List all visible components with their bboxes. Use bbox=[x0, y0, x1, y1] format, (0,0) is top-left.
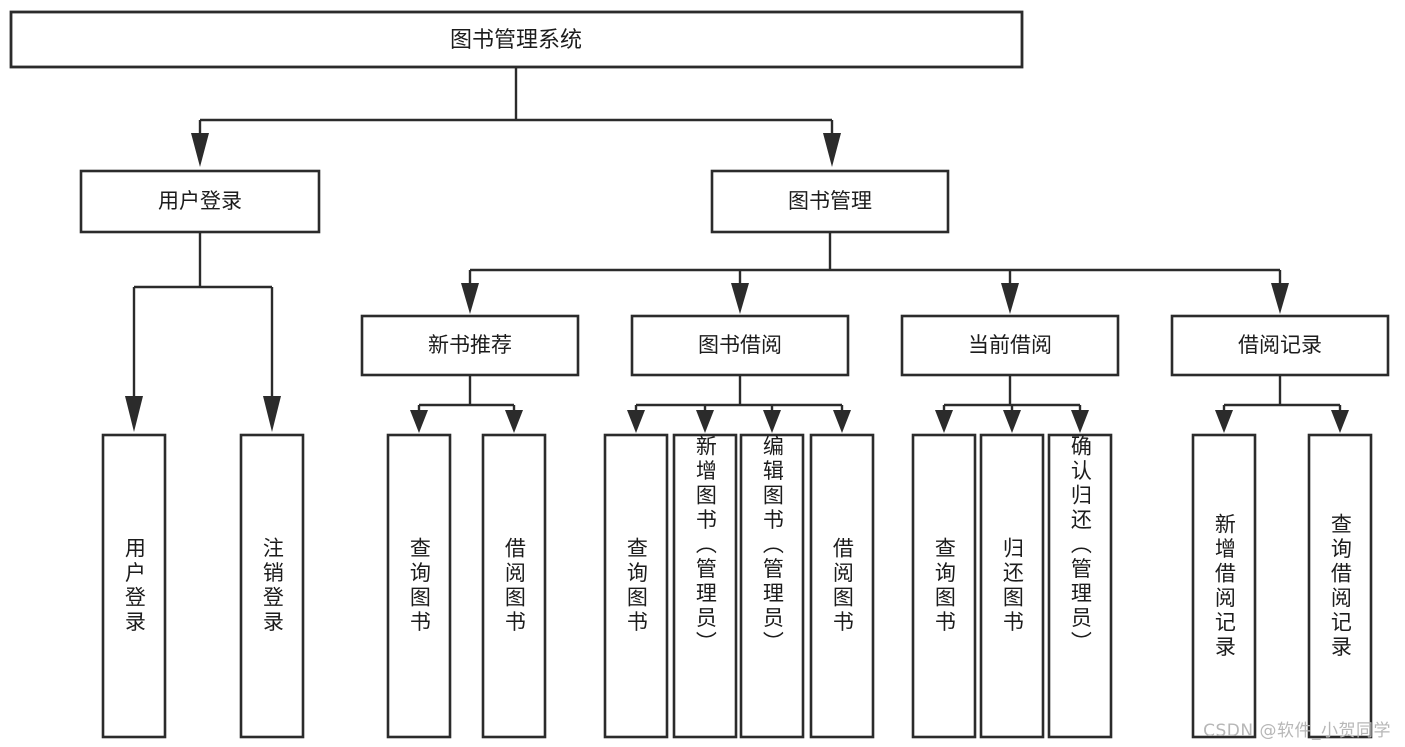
leaf-rect-borrow-book-2[interactable] bbox=[809, 433, 875, 739]
leaf-rect-borrow-book-1[interactable] bbox=[481, 433, 547, 739]
node-level2-borrow-record-label: 借阅记录 bbox=[1238, 333, 1322, 357]
arrowhead-newbook-leaf-1 bbox=[410, 410, 428, 433]
leaf-rect-return-book[interactable] bbox=[979, 433, 1045, 739]
node-root-book-management-system[interactable]: 图书管理系统 bbox=[9, 10, 1024, 69]
node-level2-new-book-recommend[interactable]: 新书推荐 bbox=[360, 314, 580, 377]
arrowhead-leaf-logout bbox=[263, 396, 281, 432]
arrowhead-user-login bbox=[191, 133, 209, 167]
arrowhead-currentborrow-leaf-2 bbox=[1003, 410, 1021, 433]
leaf-rect-query-book-2[interactable] bbox=[603, 433, 669, 739]
arrowhead-borrow-record bbox=[1271, 283, 1289, 314]
node-level2-book-borrow-rect[interactable] bbox=[630, 314, 850, 377]
arrowhead-book-borrow bbox=[731, 283, 749, 314]
node-level2-book-borrow[interactable]: 图书借阅 bbox=[630, 314, 850, 377]
arrowhead-bookborrow-leaf-3 bbox=[763, 410, 781, 433]
leaf-rect-user-login[interactable] bbox=[101, 433, 167, 739]
arrowhead-bookborrow-leaf-2 bbox=[696, 410, 714, 433]
node-root-label: 图书管理系统 bbox=[450, 28, 582, 53]
leaf-rect-confirm-return-admin[interactable] bbox=[1047, 433, 1113, 739]
leaf-boxes-borrow-record bbox=[1191, 433, 1373, 739]
arrowhead-book-manage bbox=[823, 133, 841, 167]
arrowhead-bookborrow-leaf-4 bbox=[833, 410, 851, 433]
node-level1-book-management[interactable]: 图书管理 bbox=[710, 169, 950, 234]
connector-group-bookborrow-to-leaves bbox=[627, 375, 851, 433]
arrowhead-current-borrow bbox=[1001, 283, 1019, 314]
leaf-boxes-current-borrow bbox=[911, 433, 1113, 739]
node-level2-borrow-record[interactable]: 借阅记录 bbox=[1170, 314, 1390, 377]
arrowhead-leaf-user-login bbox=[125, 396, 143, 432]
leaf-boxes-new-book-recommend bbox=[386, 433, 547, 739]
leaf-boxes-book-borrow bbox=[603, 433, 875, 739]
node-level2-new-book-recommend-label: 新书推荐 bbox=[428, 333, 512, 357]
node-level1-user-login-label: 用户登录 bbox=[158, 189, 242, 213]
arrowhead-borrowrecord-leaf-1 bbox=[1215, 410, 1233, 433]
arrowhead-bookborrow-leaf-1 bbox=[627, 410, 645, 433]
leaf-boxes-user-login bbox=[101, 433, 305, 739]
leaf-rect-edit-book-admin[interactable] bbox=[739, 433, 805, 739]
arrowhead-currentborrow-leaf-3 bbox=[1071, 410, 1089, 433]
leaf-rect-query-borrow-record[interactable] bbox=[1307, 433, 1373, 739]
leaf-rect-query-book-1[interactable] bbox=[386, 433, 452, 739]
connector-group-bookmanage-to-level2 bbox=[461, 232, 1289, 314]
arrowhead-new-book-recommend bbox=[461, 283, 479, 314]
node-level2-current-borrow-rect[interactable] bbox=[900, 314, 1120, 377]
node-level1-user-login-rect[interactable] bbox=[79, 169, 321, 234]
leaf-rect-add-book-admin[interactable] bbox=[672, 433, 738, 739]
node-level2-current-borrow[interactable]: 当前借阅 bbox=[900, 314, 1120, 377]
node-level2-borrow-record-rect[interactable] bbox=[1170, 314, 1390, 377]
node-level1-book-management-label: 图书管理 bbox=[788, 189, 872, 213]
connector-group-borrowrecord-to-leaves bbox=[1215, 375, 1349, 433]
node-level1-user-login[interactable]: 用户登录 bbox=[79, 169, 321, 234]
arrowhead-borrowrecord-leaf-2 bbox=[1331, 410, 1349, 433]
leaf-rect-logout[interactable] bbox=[239, 433, 305, 739]
node-level1-book-management-rect[interactable] bbox=[710, 169, 950, 234]
leaf-rect-query-book-3[interactable] bbox=[911, 433, 977, 739]
connector-group-currentborrow-to-leaves bbox=[935, 375, 1089, 433]
leaf-rect-add-borrow-record[interactable] bbox=[1191, 433, 1257, 739]
node-level2-current-borrow-label: 当前借阅 bbox=[968, 333, 1052, 357]
connector-group-root-to-level1 bbox=[191, 67, 841, 167]
node-level2-book-borrow-label: 图书借阅 bbox=[698, 333, 782, 357]
arrowhead-currentborrow-leaf-1 bbox=[935, 410, 953, 433]
arrowhead-newbook-leaf-2 bbox=[505, 410, 523, 433]
node-root-rect[interactable] bbox=[9, 10, 1024, 69]
connector-group-userlogin-to-leaves bbox=[125, 232, 281, 432]
node-level2-new-book-recommend-rect[interactable] bbox=[360, 314, 580, 377]
connector-group-newbook-to-leaves bbox=[410, 375, 523, 433]
